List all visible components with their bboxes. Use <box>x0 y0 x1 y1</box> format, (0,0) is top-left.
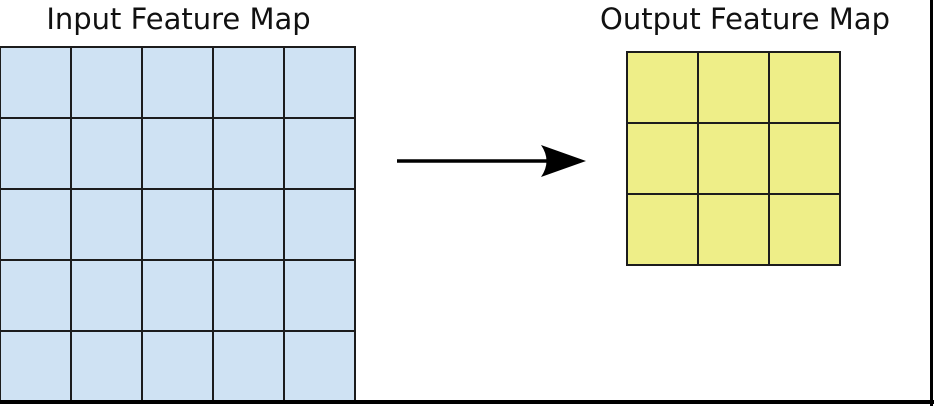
right-arrow-icon <box>397 145 586 177</box>
output-feature-map-title: Output Feature Map <box>600 2 890 36</box>
input-grid-cell <box>72 119 141 188</box>
input-feature-map-title: Input Feature Map <box>46 2 311 36</box>
input-grid-cell <box>285 119 354 188</box>
output-grid-cell <box>770 124 839 193</box>
output-grid-cell <box>628 53 697 122</box>
output-feature-map-grid <box>626 51 841 266</box>
input-grid-cell <box>143 119 212 188</box>
frame-border-bottom <box>0 400 934 404</box>
input-feature-map-grid <box>0 46 356 403</box>
input-grid-cell <box>214 119 283 188</box>
input-grid-cell <box>285 332 354 401</box>
input-grid-cell <box>1 261 70 330</box>
output-grid-cell <box>770 195 839 264</box>
input-grid-cell <box>285 48 354 117</box>
input-grid-cell <box>1 190 70 259</box>
output-grid-cell <box>699 195 768 264</box>
output-grid-cell <box>699 53 768 122</box>
output-grid-cell <box>628 195 697 264</box>
input-grid-cell <box>143 261 212 330</box>
input-grid-cell <box>72 190 141 259</box>
input-grid-cell <box>214 332 283 401</box>
input-grid-cell <box>285 261 354 330</box>
input-grid-cell <box>72 261 141 330</box>
input-grid-cell <box>143 190 212 259</box>
output-grid-cell <box>770 53 839 122</box>
input-grid-cell <box>143 48 212 117</box>
output-grid-cell <box>628 124 697 193</box>
input-grid-cell <box>1 119 70 188</box>
input-grid-cell <box>72 332 141 401</box>
input-grid-cell <box>1 48 70 117</box>
frame-border-right <box>930 0 933 406</box>
output-grid-cell <box>699 124 768 193</box>
input-grid-cell <box>285 190 354 259</box>
input-grid-cell <box>214 190 283 259</box>
input-grid-cell <box>143 332 212 401</box>
input-grid-cell <box>214 261 283 330</box>
input-grid-cell <box>1 332 70 401</box>
input-grid-cell <box>214 48 283 117</box>
input-grid-cell <box>72 48 141 117</box>
